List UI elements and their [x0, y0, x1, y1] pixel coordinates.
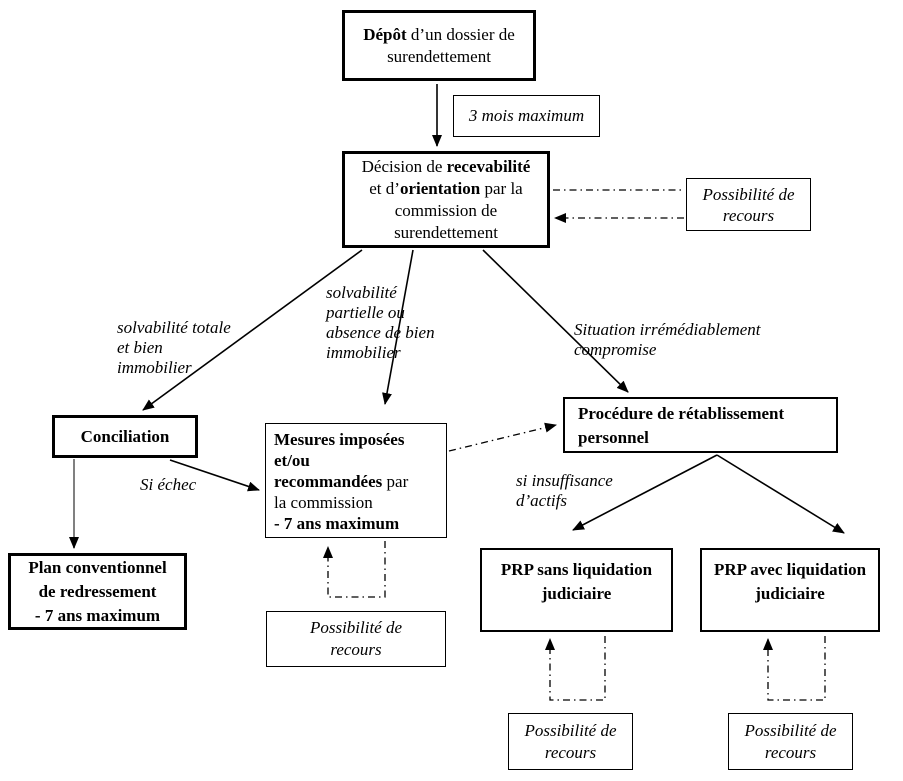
arrow-procedure-to-prp-avec — [716, 454, 845, 534]
node-plan-conventionnel: Plan conventionnel de redressement - 7 a… — [8, 553, 187, 630]
arrow-conciliation-to-mesures — [169, 459, 260, 492]
label-box-3-mois-maximum: 3 mois maximum — [453, 95, 600, 137]
arrow-decision-to-mesures — [382, 249, 414, 405]
dashdot-loop-prp-sans — [545, 636, 606, 701]
node-procedure-retablissement: Procédure de rétablissement personnel — [563, 397, 838, 453]
node-prp-avec-liquidation: PRP avec liquidation judiciaire — [700, 548, 880, 632]
node-prp-sans-liquidation: PRP sans liquidation judiciaire — [480, 548, 673, 632]
label-box-recours-mesures: Possibilité de recours — [266, 611, 446, 667]
node-plan-text: Plan conventionnel de redressement - 7 a… — [28, 557, 167, 625]
edge-label-insuffisance-actifs: si insuffisance d’actifs — [516, 471, 613, 510]
edge-label-si-echec: Si échec — [140, 475, 197, 494]
node-mesures: Mesures imposées et/ou recommandées par … — [265, 423, 447, 538]
edge-label-solvabilite-partielle: solvabilité partielle ou absence de bien… — [326, 283, 435, 362]
dashdot-loop-prp-avec — [763, 636, 826, 701]
edge-label-solvabilite-totale: solvabilité totale et bien immobilier — [117, 318, 231, 377]
node-decision-recevabilite: Décision de recevabilité et d’orientatio… — [342, 151, 550, 248]
edge-label-situation-compromise: Situation irrémédiablement compromise — [574, 320, 761, 359]
arrow-decision-to-conciliation — [142, 249, 363, 411]
node-decision-text: Décision de recevabilité et d’orientatio… — [361, 156, 531, 242]
node-conciliation: Conciliation — [52, 415, 198, 458]
label-box-recours-prp-avec: Possibilité de recours — [728, 713, 853, 770]
arrow-decision-to-procedure — [482, 249, 629, 393]
dashdot-mesures-to-procedure — [448, 422, 557, 452]
arrow-procedure-to-prp-sans — [572, 454, 718, 531]
label-box-recours-decision: Possibilité de recours — [686, 178, 811, 231]
label-box-recours-prp-sans: Possibilité de recours — [508, 713, 633, 770]
dashdot-loop-mesures — [323, 541, 386, 598]
